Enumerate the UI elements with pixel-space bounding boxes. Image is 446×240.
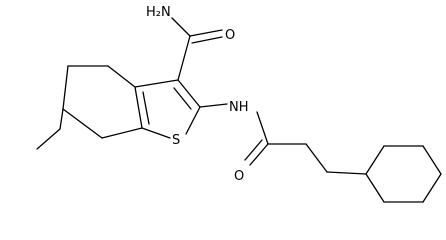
bond-acyl-o-double bbox=[244, 139, 263, 161]
atom-label-thiophene-s: S bbox=[172, 133, 180, 148]
bond-carbonyl-o bbox=[189, 29, 223, 37]
bond-c2-nh bbox=[199, 103, 228, 108]
bond-nh-acyl bbox=[256, 111, 269, 145]
bond-c3a-c4 bbox=[107, 65, 136, 88]
bond-carbonyl-o-double bbox=[191, 36, 223, 44]
bond-carbonyl-nh2 bbox=[171, 17, 191, 37]
bond-cy-6 bbox=[365, 173, 385, 203]
bond-cy-4 bbox=[422, 173, 442, 203]
bond-cy-1 bbox=[365, 145, 385, 175]
bond-c3a-c3 bbox=[134, 79, 179, 88]
bond-c3a-c7a-double bbox=[142, 91, 150, 125]
bond-c7-c7a bbox=[101, 127, 143, 139]
atom-label-acyl-o: O bbox=[234, 169, 244, 184]
bond-acyl-o bbox=[249, 143, 269, 166]
bond-cy-3 bbox=[422, 145, 442, 175]
bond-c3-c2-double bbox=[173, 87, 192, 110]
bond-c2-s1 bbox=[185, 106, 201, 135]
structure-diagram: H₂N O NH S O bbox=[36, 5, 442, 203]
bond-c3-c2 bbox=[177, 79, 201, 108]
bond-ethyl-ch3 bbox=[36, 128, 61, 150]
atom-label-amide-o: O bbox=[225, 28, 235, 43]
bond-c6-ethyl bbox=[59, 108, 64, 130]
bond-c6-c7 bbox=[62, 108, 103, 139]
atom-label-amide-nh2: H₂N bbox=[146, 5, 171, 20]
bond-s1-c7a bbox=[141, 127, 171, 139]
bond-c3a-c7a bbox=[134, 86, 143, 129]
bond-c5-c6 bbox=[62, 65, 69, 110]
molecule-drawing: H₂N O NH S O bbox=[36, 5, 442, 203]
bond-c3-carbonyl bbox=[177, 35, 191, 81]
bond-ch2b-cyclohexyl bbox=[326, 171, 367, 175]
atom-label-nh: NH bbox=[229, 100, 249, 115]
bond-ch2a-ch2b bbox=[305, 143, 328, 173]
